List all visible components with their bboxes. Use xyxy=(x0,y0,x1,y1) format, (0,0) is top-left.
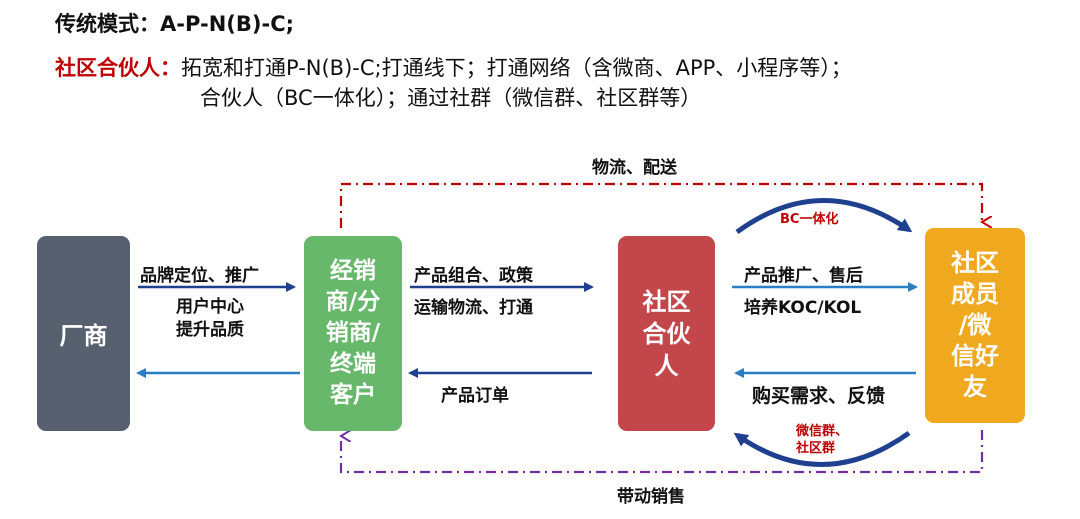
node-distributor-line: 经销 xyxy=(330,258,376,284)
loop-label-sales: 带动销售 xyxy=(617,487,685,507)
node-member-line: 友 xyxy=(963,373,987,401)
traditional-model-title: 传统模式：A-P-N(B)-C; xyxy=(55,12,295,36)
node-member-line: 成员 xyxy=(951,280,999,308)
arc-label-community: 社区群 xyxy=(796,441,836,456)
node-distributor-line: 客户 xyxy=(330,382,376,408)
arc-wechat-groups xyxy=(733,430,911,467)
edge-label-demand: 购买需求、反馈 xyxy=(752,385,886,407)
logistics-loop-line xyxy=(339,182,982,228)
loop-label-logistics: 物流、配送 xyxy=(592,158,677,178)
sales-loop-line xyxy=(341,430,984,474)
arc-label-wechat: 微信群、 xyxy=(796,424,849,439)
edge-label-brand: 品牌定位、推广 xyxy=(140,266,259,286)
edge-label-logistics: 运输物流、打通 xyxy=(414,298,533,318)
node-member-line: /微 xyxy=(958,311,992,339)
node-distributor-line: 终端 xyxy=(330,351,376,377)
community-partner-label: 社区合伙人： xyxy=(55,56,181,80)
node-member-line: 信好 xyxy=(951,342,999,370)
node-distributor: 经销 商/分 销商/ 终端 客户 xyxy=(304,236,402,431)
edge-label-promotion: 产品推广、售后 xyxy=(744,266,863,286)
node-partner-line: 合伙 xyxy=(642,319,691,348)
community-partner-text: 拓宽和打通P-N(B)-C;打通线下；打通网络（含微商、APP、小程序等）； xyxy=(181,56,852,80)
node-partner-line: 社区 xyxy=(642,287,691,316)
edge-label-user-center: 用户中心 xyxy=(176,297,244,317)
node-community-partner: 社区 合伙 人 xyxy=(618,236,715,431)
edge-label-koc: 培养KOC/KOL xyxy=(744,298,862,318)
edge-label-quality: 提升品质 xyxy=(176,320,244,340)
node-community-member: 社区 成员 /微 信好 友 xyxy=(925,228,1025,423)
edge-label-product-policy: 产品组合、政策 xyxy=(414,266,533,286)
node-distributor-line: 销商/ xyxy=(325,320,381,346)
arc-label-bc: BC一体化 xyxy=(780,212,839,227)
node-partner-line: 人 xyxy=(654,351,679,380)
arc-bc-integration xyxy=(735,198,913,235)
edge-label-order: 产品订单 xyxy=(441,386,509,406)
community-partner-line: 社区合伙人：拓宽和打通P-N(B)-C;打通线下；打通网络（含微商、APP、小程… xyxy=(55,52,852,82)
node-maker: 厂商 xyxy=(37,236,130,431)
node-member-line: 社区 xyxy=(951,249,999,277)
community-partner-text-cont: 合伙人（BC一体化）；通过社群（微信群、社区群等） xyxy=(200,86,702,110)
node-maker-line: 厂商 xyxy=(59,322,108,350)
node-distributor-line: 商/分 xyxy=(325,289,381,315)
